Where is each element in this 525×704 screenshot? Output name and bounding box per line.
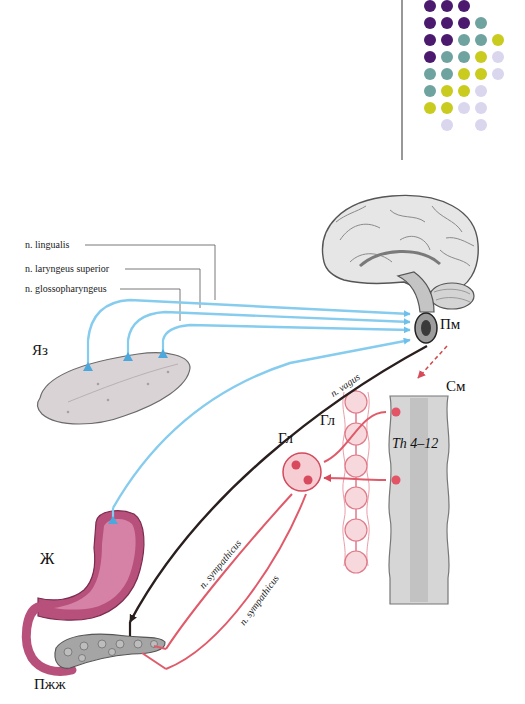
- decor-dots: [402, 0, 504, 160]
- brain-illustration: [323, 195, 479, 312]
- ganglion-node: Гл: [276, 430, 324, 494]
- organ-label: Пжж: [34, 676, 66, 693]
- spinal-cord-node: См Th 4–12: [386, 378, 478, 606]
- nerve-name: n. glossopharyngeus: [25, 283, 107, 294]
- tongue-node: Яз: [28, 340, 193, 428]
- nerve-fiber: [88, 300, 410, 340]
- nerve-fiber: [163, 325, 410, 340]
- segment-label: Th 4–12: [392, 436, 438, 452]
- organ-label: Яз: [32, 342, 48, 359]
- stomach-node: Ж: [36, 508, 146, 623]
- region-label: См: [446, 378, 466, 395]
- ganglion-label: Гл: [278, 430, 293, 447]
- ganglion-label: Гл: [320, 412, 335, 429]
- region-label: Пм: [440, 316, 460, 333]
- nerve-label: n. sympathicus: [236, 572, 280, 626]
- medulla-node: Пм: [410, 306, 478, 346]
- nerve-name: n. lingualis: [25, 239, 69, 250]
- organ-label: Ж: [40, 550, 54, 568]
- organ-shape: [28, 340, 193, 428]
- nerve-fiber: [166, 494, 292, 649]
- nerve-fiber: [128, 312, 410, 340]
- sympathetic-trunk: [343, 390, 369, 573]
- nerve-fiber: [324, 478, 386, 480]
- nerve-name: n. laryngeus superior: [25, 263, 109, 274]
- organ-shape: [386, 378, 478, 606]
- nerve-fiber: [166, 494, 306, 669]
- nerve-label: n. sympathicus: [197, 538, 243, 591]
- pancreas-node: Пжж: [26, 622, 166, 698]
- nerve-fiber: [418, 346, 447, 378]
